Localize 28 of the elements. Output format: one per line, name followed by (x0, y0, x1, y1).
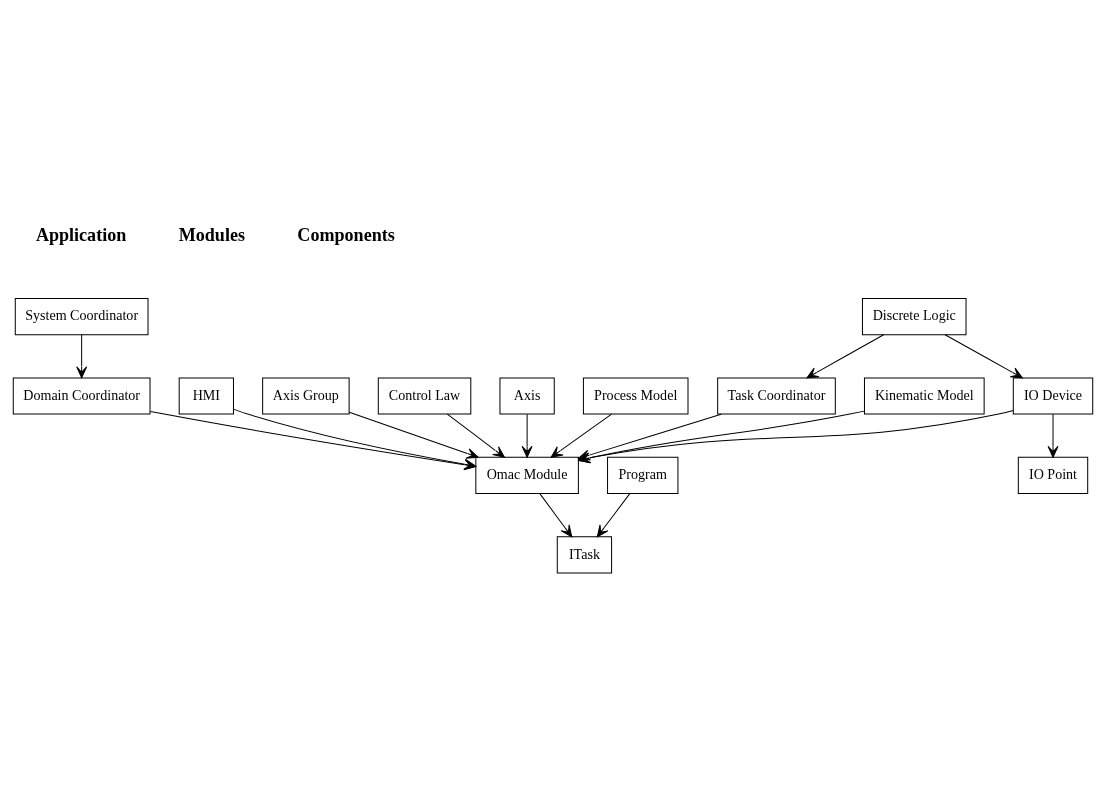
arrow (539, 493, 573, 538)
arrow (348, 411, 479, 459)
node-box: Kinematic Model (863, 377, 985, 415)
node-box: Process Model (582, 377, 689, 415)
label: Modules (178, 224, 245, 245)
arrow (76, 334, 88, 379)
node-box: IO Device (1012, 377, 1094, 415)
arrow (806, 334, 885, 379)
node-box: Axis (499, 377, 555, 415)
node-box: Discrete Logic (861, 297, 967, 336)
arrow (550, 413, 613, 458)
node-box: Program (607, 456, 679, 495)
node-box: Domain Coordinator (12, 377, 151, 415)
node-box: ITask (556, 536, 613, 574)
arrow (944, 334, 1023, 379)
node-box: System Coordinator (14, 297, 149, 336)
arrow (596, 493, 631, 538)
arrow (446, 413, 505, 458)
arrow (1047, 413, 1059, 458)
node-box: Control Law (377, 377, 472, 415)
label: Components (297, 224, 395, 245)
label: Application (35, 224, 127, 245)
node-box: Axis Group (262, 377, 350, 415)
node-box: IO Point (1017, 456, 1089, 495)
arrow (521, 413, 533, 458)
node-box: Omac Module (475, 456, 579, 495)
node-box: HMI (178, 377, 234, 415)
node-box: Task Coordinator (717, 377, 836, 415)
